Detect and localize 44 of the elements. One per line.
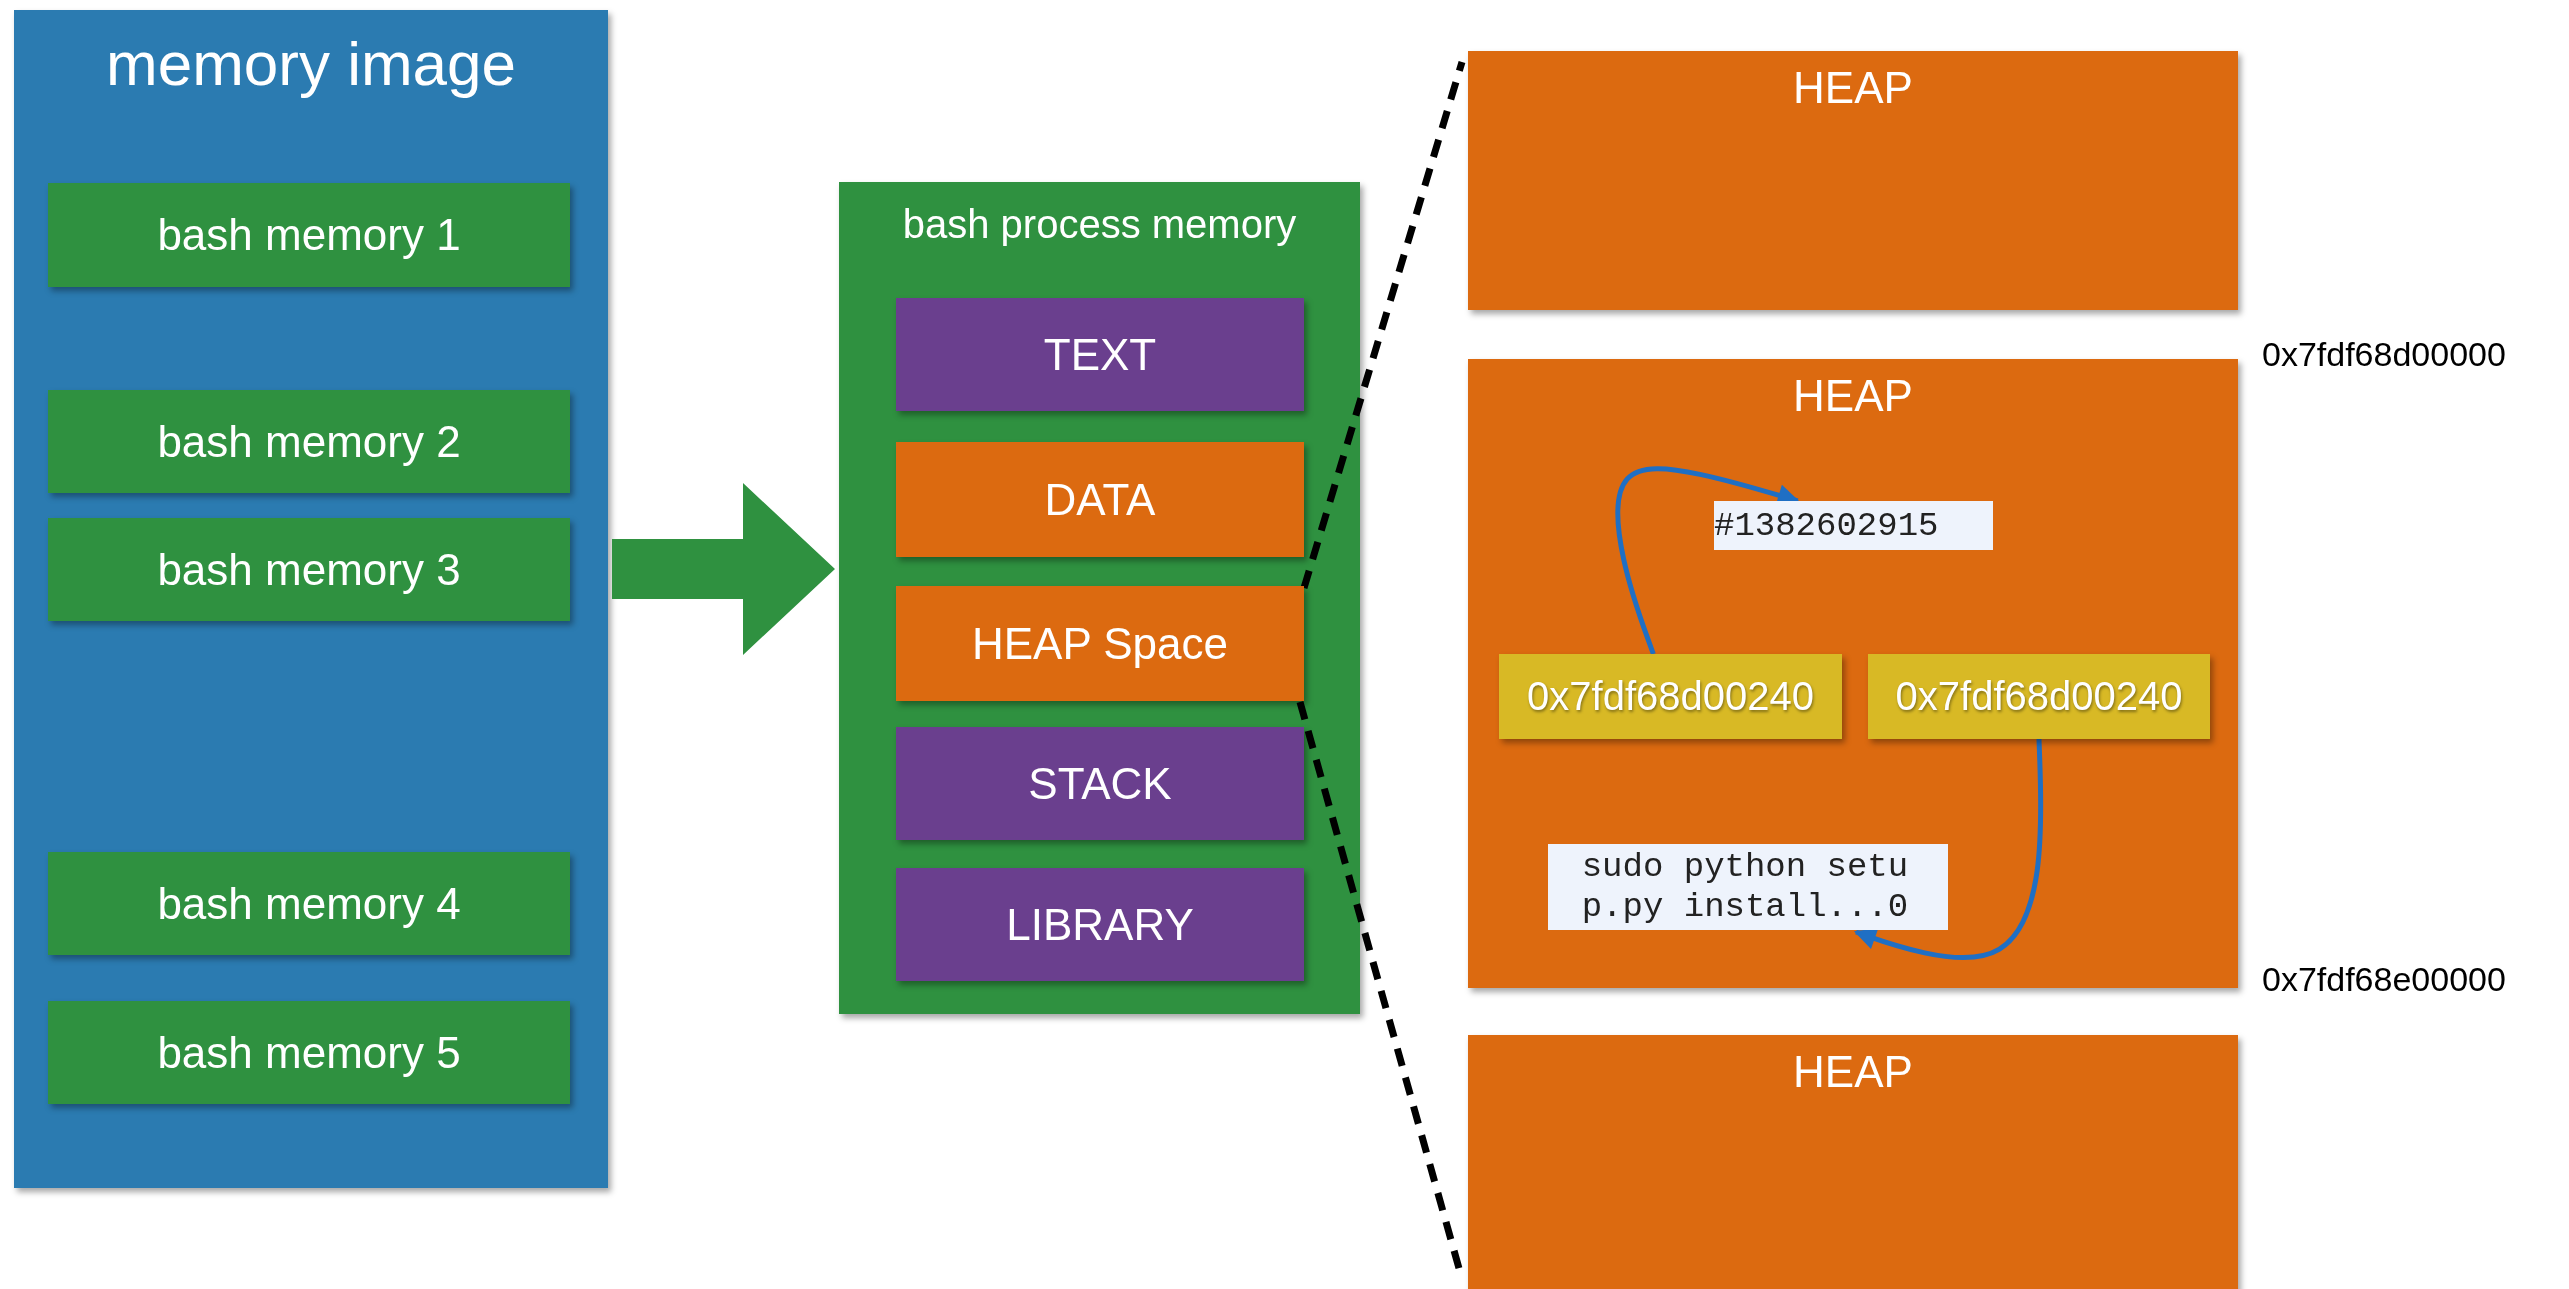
segment-block bbox=[896, 868, 1304, 981]
memory-content-box bbox=[1548, 844, 1948, 930]
heap-label: HEAP bbox=[1792, 371, 1914, 421]
block-label: TEXT bbox=[1043, 329, 1157, 380]
heap-block bbox=[1468, 359, 2238, 988]
segment-block bbox=[896, 586, 1304, 701]
memory-block bbox=[48, 852, 570, 955]
memory-text: #1382602915 bbox=[1714, 505, 1940, 546]
memory-block bbox=[48, 518, 570, 621]
block-label: bash memory 2 bbox=[157, 416, 461, 467]
heap-label: HEAP bbox=[1792, 1047, 1914, 1097]
block-label: 0x7fdf68d00240 bbox=[1895, 674, 2183, 719]
address-label: 0x7fdf68d00000 bbox=[2262, 335, 2506, 374]
arrow bbox=[1853, 738, 2044, 961]
block-label: bash memory 1 bbox=[157, 210, 461, 260]
block-label: bash memory 5 bbox=[157, 1027, 461, 1078]
block-label: LIBRARY bbox=[1006, 899, 1194, 950]
address-box bbox=[1868, 654, 2210, 739]
heap-block bbox=[1468, 1035, 2238, 1289]
arrow bbox=[1615, 466, 1800, 655]
panel-title: memory image bbox=[105, 28, 517, 99]
segment-block bbox=[896, 727, 1304, 840]
memory-content-box bbox=[1714, 501, 1993, 550]
panel-title: bash process memory bbox=[901, 202, 1298, 247]
zoom-line bbox=[1300, 61, 1466, 589]
memory-text: sudo python setu p.py install...0 bbox=[1581, 847, 1910, 927]
segment-block bbox=[896, 442, 1304, 557]
block-label: bash memory 3 bbox=[157, 544, 461, 595]
memory-block bbox=[48, 390, 570, 493]
block-label: 0x7fdf68d00240 bbox=[1527, 674, 1814, 719]
arrow bbox=[612, 483, 835, 655]
block-label: STACK bbox=[1028, 758, 1172, 809]
heap-block bbox=[1468, 51, 2238, 310]
heap-label: HEAP bbox=[1792, 63, 1914, 113]
memory-block bbox=[48, 1001, 570, 1104]
address-box bbox=[1499, 654, 1842, 739]
memory-block bbox=[48, 183, 570, 287]
block-label: HEAP Space bbox=[972, 618, 1228, 669]
segment-block bbox=[896, 298, 1304, 411]
block-label: bash memory 4 bbox=[157, 878, 461, 929]
block-label: DATA bbox=[1044, 474, 1156, 525]
memory-panel bbox=[14, 10, 608, 1188]
process-memory-panel bbox=[839, 182, 1360, 1014]
address-label: 0x7fdf68e00000 bbox=[2262, 960, 2506, 999]
